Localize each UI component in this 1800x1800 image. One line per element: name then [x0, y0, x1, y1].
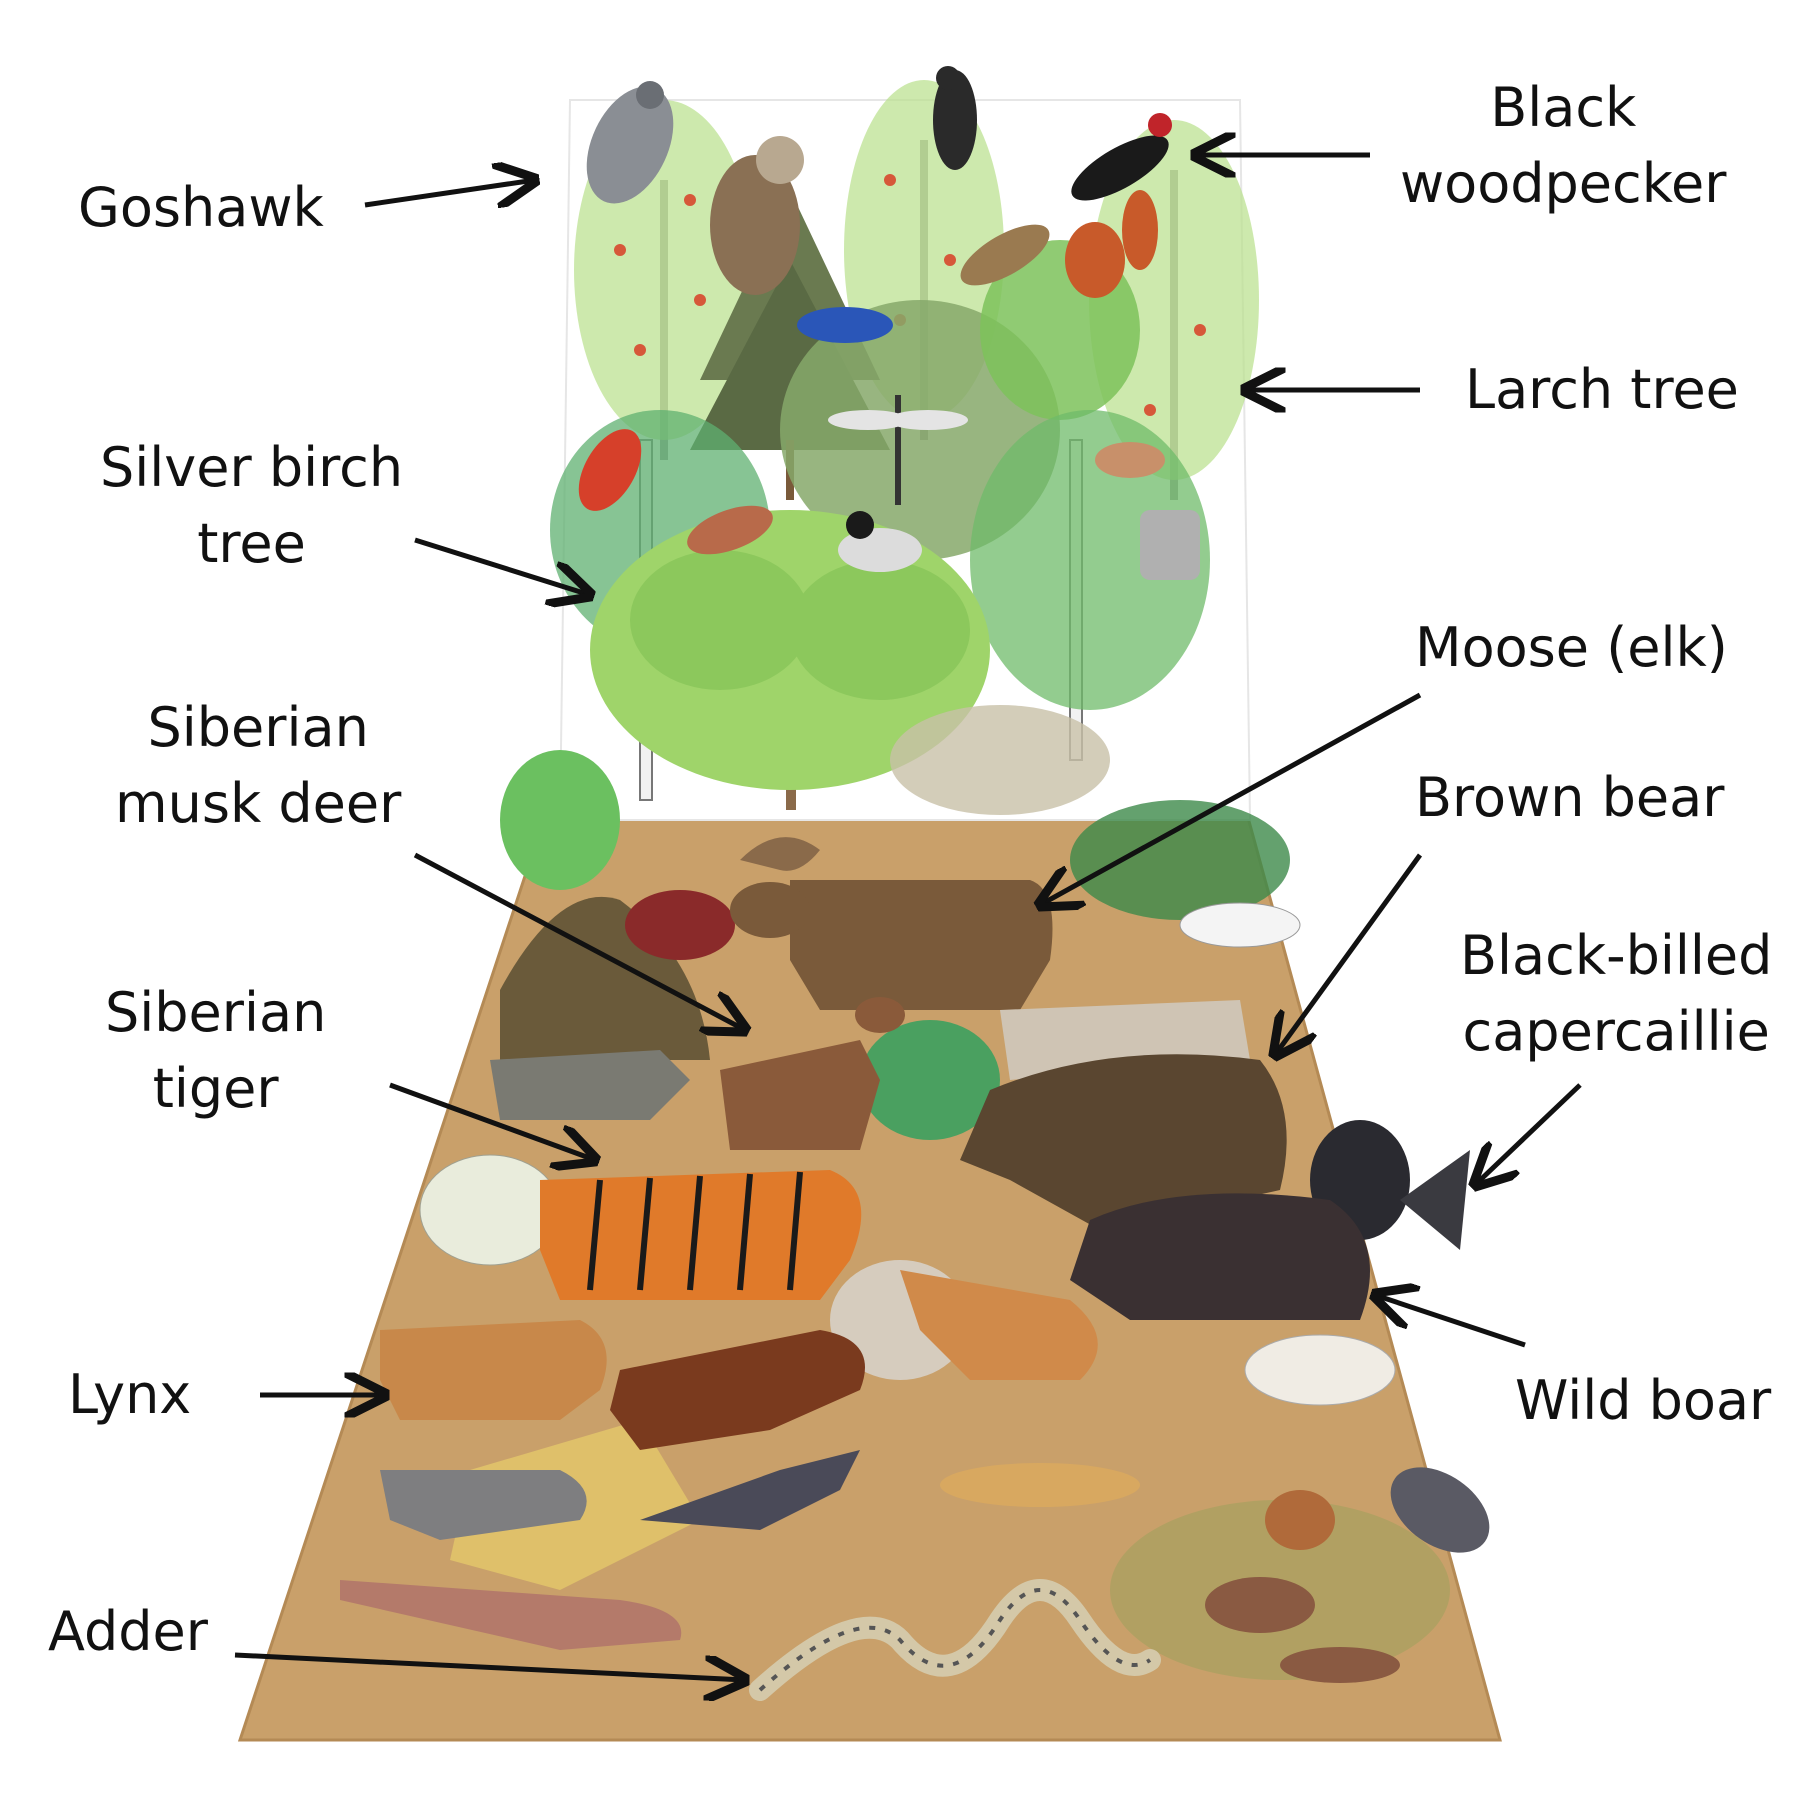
label-moose: Moose (elk)	[1415, 616, 1728, 679]
label-line: woodpecker	[1400, 152, 1727, 215]
musk-deer-arrow	[413, 852, 745, 1030]
wolverine-icon	[610, 1330, 865, 1450]
dragonfly-icon	[828, 395, 968, 505]
label-silver-birch: Silver birch tree	[100, 430, 403, 582]
shrub	[890, 705, 1110, 815]
waxwing-icon	[960, 224, 1050, 286]
nutcracker-icon	[933, 66, 977, 170]
nutcracker-ground-icon	[640, 1450, 860, 1530]
rowan-tree	[590, 510, 990, 810]
brown-bear-arrow	[1275, 853, 1423, 1055]
label-line: musk deer	[115, 772, 402, 835]
adder-icon	[749, 1579, 1161, 1701]
woodpecker-icon	[1071, 113, 1172, 201]
bunting-icon	[1095, 442, 1165, 478]
chaffinch-icon	[687, 505, 773, 555]
moose-icon	[730, 837, 1053, 1010]
tiger-icon	[540, 1170, 862, 1300]
label-lynx: Lynx	[68, 1363, 192, 1426]
label-line: Silver birch	[100, 436, 404, 499]
label-line: capercaillie	[1462, 1000, 1770, 1063]
silver-birch-arrow	[414, 537, 590, 595]
wolf-icon	[490, 1050, 690, 1120]
label-brown-bear: Brown bear	[1415, 766, 1725, 829]
bluebird-icon	[797, 307, 893, 343]
label-tiger: Siberian tiger	[105, 975, 326, 1127]
adder-arrow	[234, 1652, 745, 1680]
tit-icon	[838, 511, 922, 572]
squirrel-icon	[1065, 190, 1158, 298]
wild-boar-arrow	[1375, 1295, 1526, 1348]
tiger-arrow	[389, 1082, 595, 1160]
boar-icon	[1070, 1193, 1370, 1320]
fox-icon	[900, 1270, 1098, 1380]
label-goshawk: Goshawk	[78, 176, 324, 239]
label-adder: Adder	[48, 1600, 208, 1663]
vole-icon	[1205, 1577, 1400, 1683]
berry-bush	[860, 1020, 1000, 1140]
silver-birch-tree	[970, 410, 1210, 761]
goshawk-icon	[586, 81, 674, 204]
label-line: tiger	[152, 1057, 279, 1120]
bird-ground-icon	[1244, 1334, 1396, 1406]
bear-icon	[960, 1054, 1287, 1230]
flying-squirrel-icon	[1140, 510, 1200, 580]
owl-icon	[710, 136, 804, 295]
label-line: Siberian	[105, 981, 327, 1044]
crossbill-icon	[578, 429, 642, 511]
lizard-icon	[340, 1580, 682, 1650]
label-wild-boar: Wild boar	[1515, 1369, 1772, 1432]
berry-bush	[419, 1154, 561, 1266]
label-line: tree	[197, 512, 306, 575]
chipmunk-icon	[1265, 1490, 1335, 1550]
label-line: Siberian	[147, 696, 369, 759]
label-line: Black-billed	[1460, 924, 1773, 987]
moose-arrow	[1040, 692, 1422, 905]
badger-icon	[380, 1470, 587, 1540]
label-musk-deer: Siberian musk deer	[115, 690, 401, 842]
lynx-icon	[380, 1320, 607, 1420]
capercaillie-arrow	[1475, 1083, 1582, 1185]
fern	[500, 750, 620, 890]
mink-icon	[940, 1463, 1140, 1507]
label-black-woodpecker: Black woodpecker	[1400, 70, 1726, 222]
butterfly-icon	[625, 890, 1301, 960]
beetle-icon	[1390, 1467, 1490, 1553]
goshawk-arrow	[364, 180, 535, 205]
label-larch-tree: Larch tree	[1465, 358, 1739, 421]
musk-deer-icon	[720, 997, 905, 1150]
label-capercaillie: Black-billed capercaillie	[1460, 918, 1772, 1070]
shrub	[1070, 800, 1290, 920]
label-line: Black	[1490, 76, 1637, 139]
